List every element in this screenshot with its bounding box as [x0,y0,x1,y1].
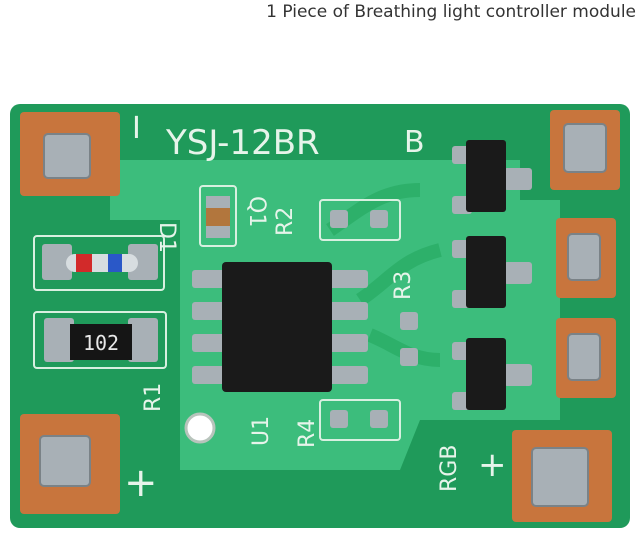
label-r1: R1 [141,383,166,412]
r4-pad [370,410,388,428]
trace-line [356,243,442,306]
capacitor-outline [199,185,237,247]
label-minus-top: I [132,111,141,146]
r2-pad [330,210,348,228]
resistor-outline [33,311,167,369]
label-r4: R4 [295,419,320,448]
board-title: YSJ-12BR [165,123,320,163]
label-r3: R3 [391,271,416,300]
r3-pad [400,348,418,366]
label-rgb: RGB [437,445,462,492]
resistor-body [70,324,132,360]
label-d1: D1 [154,222,179,253]
ic-chip-u1 [192,262,368,392]
r3-pad [400,312,418,330]
diode-outline [33,235,165,291]
label-u1: U1 [249,416,274,446]
r4-pad [330,410,348,428]
transistor-1 [452,140,532,214]
transistor-2 [452,236,532,308]
label-plus-right: + [478,445,507,485]
label-plus-left: + [124,460,158,506]
transistor-3 [452,338,532,410]
label-r2: R2 [273,207,298,236]
resistor-code: 102 [83,331,119,355]
label-b: B [404,125,425,160]
mounting-hole [184,412,216,444]
product-caption: 1 Piece of Breathing light controller mo… [266,2,636,22]
r2-pad [370,210,388,228]
label-q1: Q1 [244,196,269,227]
